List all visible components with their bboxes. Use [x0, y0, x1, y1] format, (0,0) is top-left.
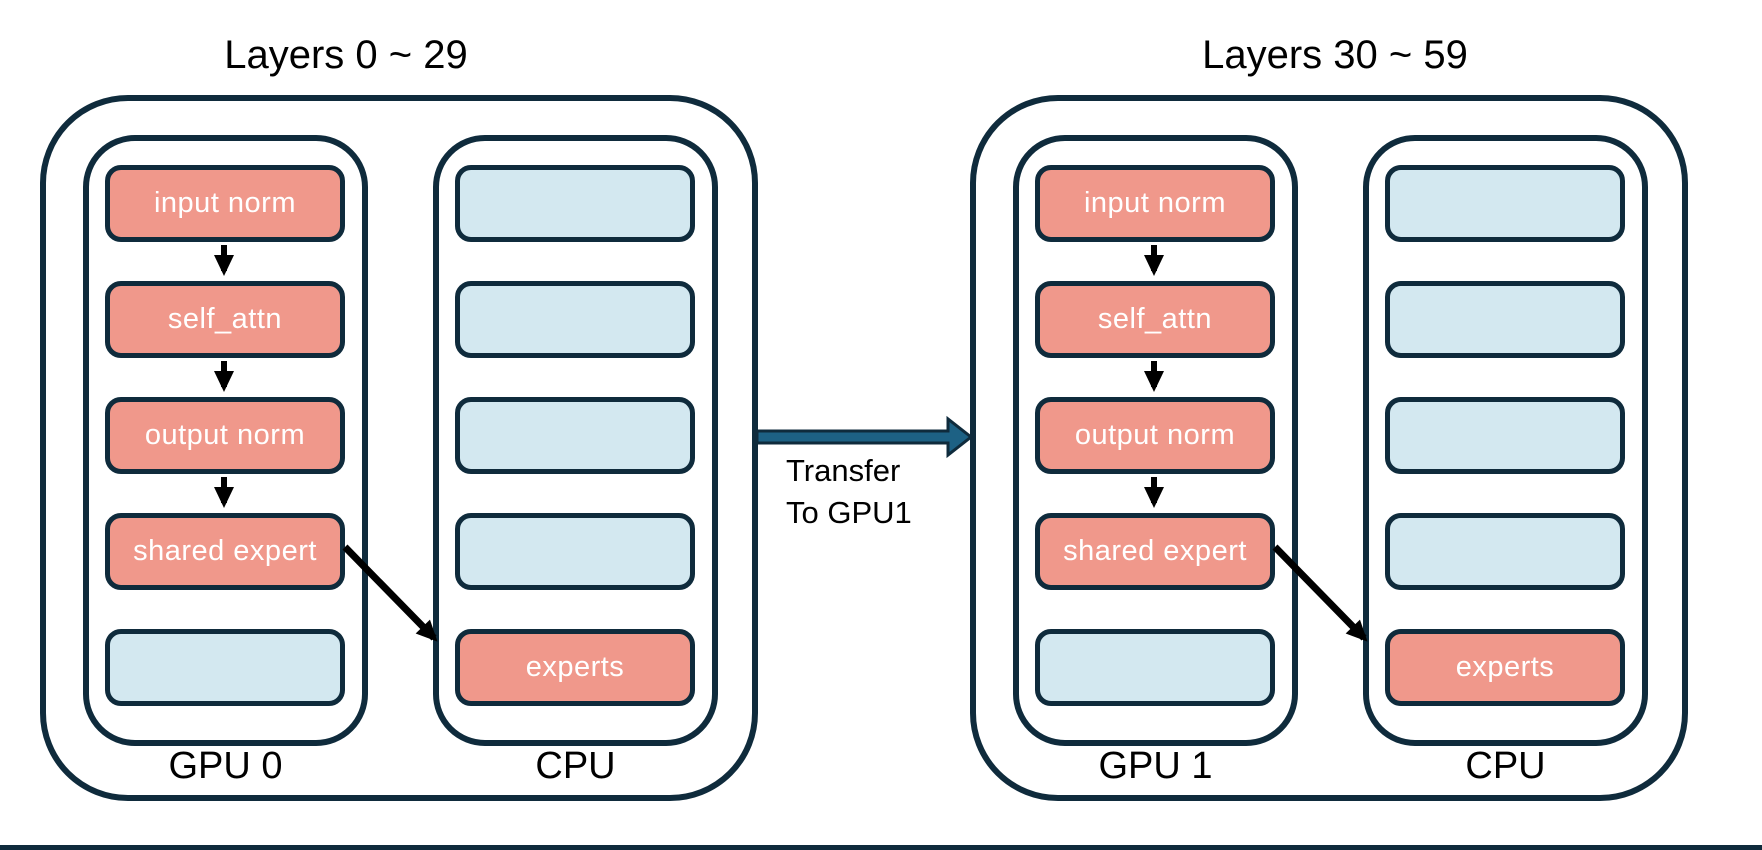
gpu1-self-attn-box: self_attn [1035, 281, 1275, 358]
gpu1-shared-expert-box: shared expert [1035, 513, 1275, 590]
gpu0-column: input norm self_attn output norm shared … [83, 135, 368, 746]
gpu0-empty-slot-box [105, 629, 345, 706]
cpu-left-experts-box: experts [455, 629, 695, 706]
slide-bottom-edge [0, 845, 1762, 850]
cpu-right-experts-box: experts [1385, 629, 1625, 706]
gpu1-input-norm-box: input norm [1035, 165, 1275, 242]
gpu0-output-norm-box: output norm [105, 397, 345, 474]
gpu1-column: input norm self_attn output norm shared … [1013, 135, 1298, 746]
cpu-left-empty-slot-box [455, 165, 695, 242]
gpu0-input-norm-box: input norm [105, 165, 345, 242]
gpu1-label: GPU 1 [1098, 745, 1213, 787]
cpu-right-label: CPU [1465, 745, 1546, 787]
cpu-right-empty-slot-box [1385, 513, 1625, 590]
gpu0-shared-expert-box: shared expert [105, 513, 345, 590]
cpu-left-empty-slot-box [455, 513, 695, 590]
layer-group-0: input norm self_attn output norm shared … [40, 95, 758, 801]
layer-group-1: input norm self_attn output norm shared … [970, 95, 1688, 801]
cpu-left-empty-slot-box [455, 281, 695, 358]
gpu1-empty-slot-box [1035, 629, 1275, 706]
gpu0-label: GPU 0 [168, 745, 283, 787]
cpu-left-column: experts [433, 135, 718, 746]
transfer-label-line1: Transfer [786, 453, 901, 488]
gpu0-self-attn-box: self_attn [105, 281, 345, 358]
cpu-right-empty-slot-box [1385, 397, 1625, 474]
cpu-right-empty-slot-box [1385, 165, 1625, 242]
layers-range-title-left: Layers 0 ~ 29 [224, 33, 468, 77]
cpu-right-empty-slot-box [1385, 281, 1625, 358]
cpu-left-label: CPU [535, 745, 616, 787]
transfer-label-line2: To GPU1 [786, 495, 912, 530]
cpu-right-column: experts [1363, 135, 1648, 746]
gpu1-output-norm-box: output norm [1035, 397, 1275, 474]
transfer-label: Transfer To GPU1 [786, 450, 912, 534]
cpu-left-empty-slot-box [455, 397, 695, 474]
layers-range-title-right: Layers 30 ~ 59 [1202, 33, 1468, 77]
